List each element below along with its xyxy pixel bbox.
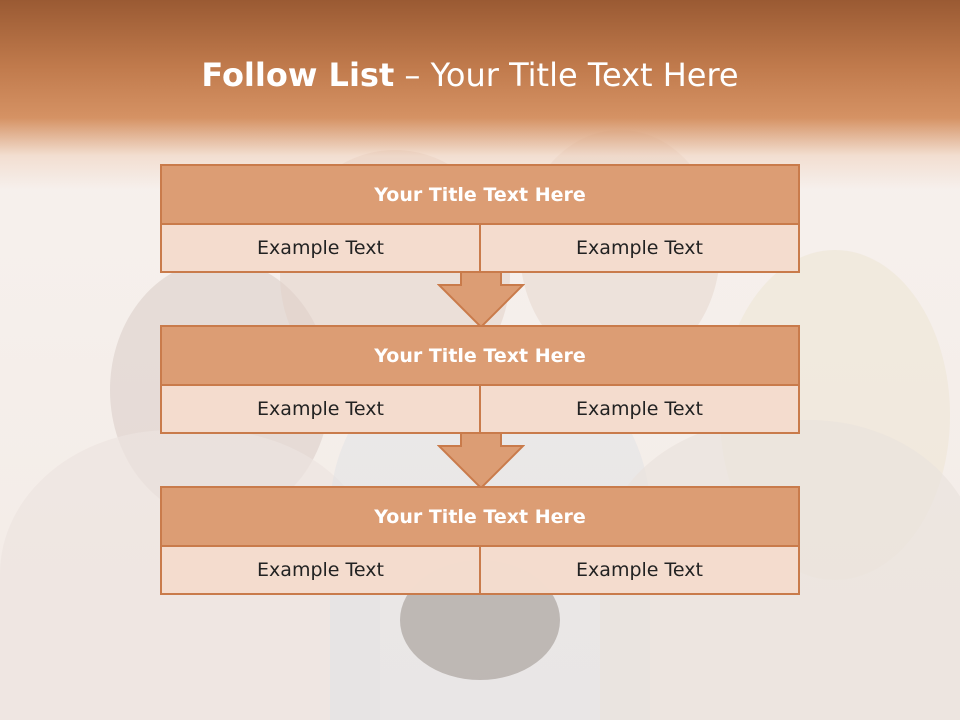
- block-cell-right: Example Text: [479, 225, 798, 271]
- slide-title-bold: Follow List: [201, 56, 395, 94]
- slide-title: Follow List – Your Title Text Here: [0, 52, 940, 98]
- list-block-3: Your Title Text Here Example Text Exampl…: [160, 486, 800, 595]
- block-cell-left: Example Text: [162, 225, 479, 271]
- block-cell-right: Example Text: [479, 547, 798, 593]
- list-block-1: Your Title Text Here Example Text Exampl…: [160, 164, 800, 273]
- block-title: Your Title Text Here: [162, 488, 798, 547]
- block-cell-right: Example Text: [479, 386, 798, 432]
- block-title: Your Title Text Here: [162, 166, 798, 225]
- down-arrow-icon: [437, 271, 525, 329]
- block-row: Example Text Example Text: [162, 547, 798, 593]
- block-cell-left: Example Text: [162, 547, 479, 593]
- down-arrow-icon: [437, 432, 525, 490]
- slide-title-rest: – Your Title Text Here: [404, 56, 739, 94]
- block-row: Example Text Example Text: [162, 386, 798, 432]
- block-cell-left: Example Text: [162, 386, 479, 432]
- list-block-2: Your Title Text Here Example Text Exampl…: [160, 325, 800, 434]
- block-title: Your Title Text Here: [162, 327, 798, 386]
- header-band: [0, 0, 960, 190]
- block-row: Example Text Example Text: [162, 225, 798, 271]
